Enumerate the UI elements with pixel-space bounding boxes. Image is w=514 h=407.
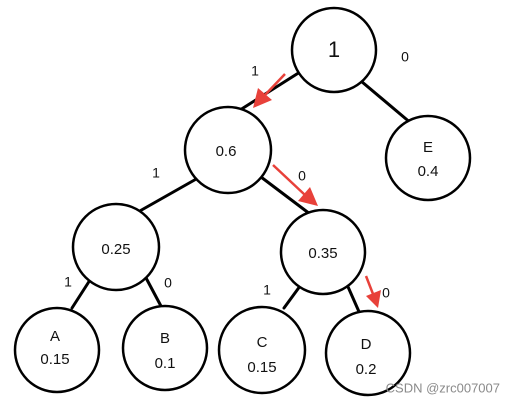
node-0.35 bbox=[279, 208, 367, 296]
edge-label-0.25-right: 0 bbox=[164, 275, 172, 291]
node-b-value: 0.1 bbox=[155, 355, 176, 372]
node-root-label: 1 bbox=[328, 37, 340, 62]
node-0.35-label: 0.35 bbox=[308, 245, 337, 262]
edge-0.25-to-a bbox=[70, 278, 92, 310]
node-0.25 bbox=[71, 202, 161, 292]
node-a bbox=[13, 306, 101, 394]
edge-label-0.25-left: 1 bbox=[64, 274, 72, 290]
edge-label-root-right: 0 bbox=[401, 49, 409, 65]
edge-0.6-to-0.35 bbox=[255, 172, 312, 216]
highlight-arrow-0.6-to-0.35 bbox=[272, 164, 318, 206]
node-0.6 bbox=[183, 105, 273, 195]
node-0.25-label: 0.25 bbox=[101, 241, 130, 258]
watermark-text: CSDN @zrc007007 bbox=[386, 380, 500, 395]
highlight-arrow-root-to-0.6 bbox=[253, 73, 286, 108]
node-b bbox=[121, 304, 209, 392]
node-e-value: 0.4 bbox=[418, 163, 439, 180]
edge-0.25-to-b bbox=[143, 274, 164, 310]
edge-label-root-left: 1 bbox=[251, 63, 259, 79]
node-a-name: A bbox=[50, 328, 60, 345]
node-a-value: 0.15 bbox=[40, 351, 69, 368]
edge-label-0.35-right: 0 bbox=[382, 285, 390, 301]
node-c-name: C bbox=[257, 334, 268, 351]
edge-label-0.6-left: 1 bbox=[152, 165, 160, 181]
node-c-value: 0.15 bbox=[247, 359, 276, 376]
edge-label-0.35-left: 1 bbox=[263, 282, 271, 298]
node-e bbox=[384, 114, 472, 202]
edge-root-to-e bbox=[353, 74, 414, 126]
node-e-name: E bbox=[423, 139, 433, 156]
node-d-name: D bbox=[361, 336, 372, 353]
highlight-arrow-0.35-to-d bbox=[364, 275, 381, 308]
node-root bbox=[290, 6, 378, 94]
edge-label-0.6-right: 0 bbox=[298, 168, 306, 184]
node-d-value: 0.2 bbox=[356, 361, 377, 378]
node-c bbox=[217, 305, 307, 395]
node-0.6-label: 0.6 bbox=[216, 143, 237, 160]
edge-0.6-to-0.25 bbox=[136, 176, 200, 214]
node-d bbox=[324, 309, 412, 397]
node-b-name: B bbox=[160, 330, 170, 347]
